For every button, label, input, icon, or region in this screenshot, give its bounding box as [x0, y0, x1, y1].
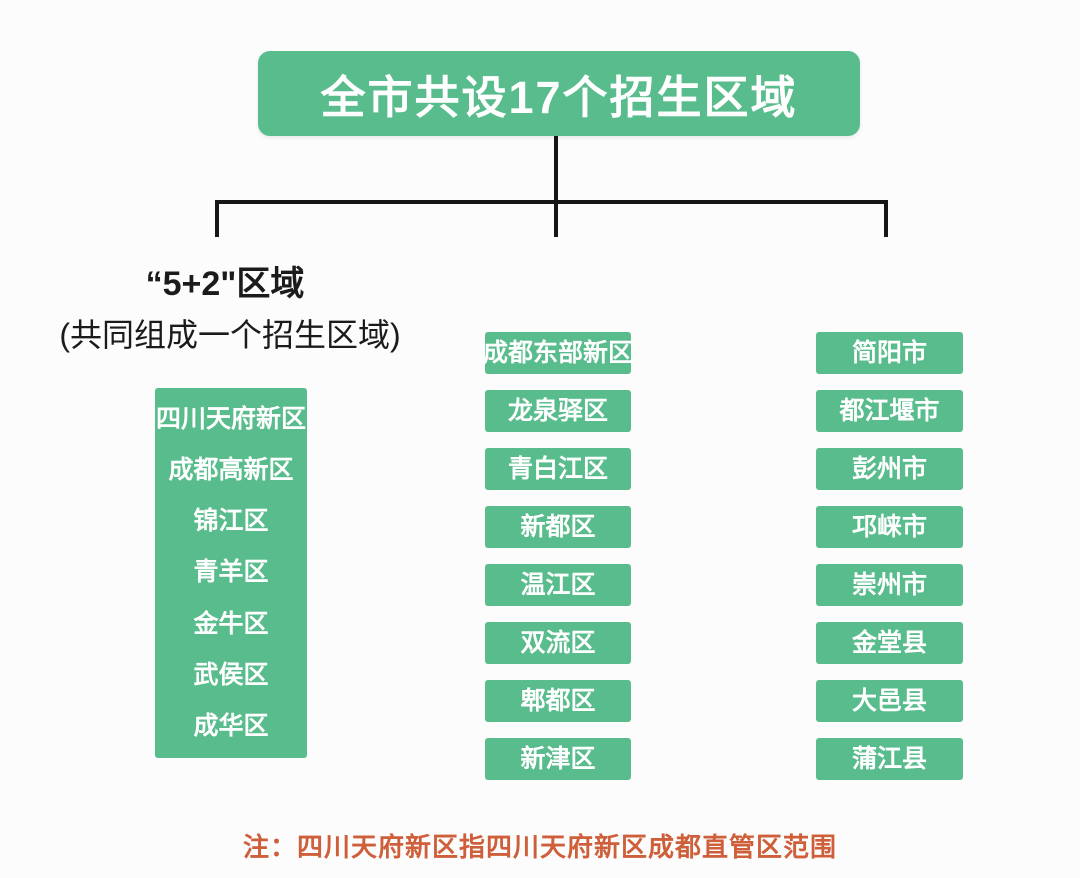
- district-box: 大邑县: [816, 680, 963, 722]
- district-label: 成华区: [193, 711, 269, 740]
- connector-horizontal-line: [215, 200, 888, 204]
- footnote: 注：四川天府新区指四川天府新区成都直管区范围: [242, 832, 837, 862]
- district-label: 成都高新区: [168, 456, 294, 485]
- district-label: 四川天府新区: [155, 405, 306, 434]
- district-box: 彭州市: [816, 448, 963, 490]
- district-box: 崇州市: [816, 564, 963, 606]
- title-banner: 全市共设17个招生区域: [258, 51, 860, 136]
- group-5plus2-subheading: (共同组成一个招生区域): [59, 317, 401, 353]
- district-column-middle: 成都东部新区 龙泉驿区 青白江区 新都区 温江区 双流区 郫都区 新津区: [483, 332, 633, 780]
- district-box: 青白江区: [485, 448, 631, 490]
- district-box: 成都东部新区: [483, 332, 633, 374]
- title-text: 全市共设17个招生区域: [320, 72, 798, 123]
- district-box: 双流区: [485, 622, 631, 664]
- district-box: 郫都区: [485, 680, 631, 722]
- connector-stub-right-line: [884, 200, 888, 237]
- district-box: 金堂县: [816, 622, 963, 664]
- district-label: 锦江区: [193, 507, 269, 536]
- district-group-5plus2-box: 四川天府新区 成都高新区 锦江区 青羊区 金牛区 武侯区 成华区: [155, 388, 307, 758]
- connector-stub-left-line: [215, 200, 219, 237]
- group-5plus2-heading: “5+2"区域: [145, 265, 305, 303]
- district-box: 新都区: [485, 506, 631, 548]
- district-column-right: 简阳市 都江堰市 彭州市 邛崃市 崇州市 金堂县 大邑县 蒲江县: [816, 332, 963, 780]
- district-box: 简阳市: [816, 332, 963, 374]
- connector-stem-center-line: [554, 136, 558, 237]
- district-box: 蒲江县: [816, 738, 963, 780]
- district-box: 龙泉驿区: [485, 390, 631, 432]
- district-box: 都江堰市: [816, 390, 963, 432]
- district-box: 新津区: [485, 738, 631, 780]
- district-label: 青羊区: [193, 558, 269, 587]
- district-box: 温江区: [485, 564, 631, 606]
- district-label: 金牛区: [193, 609, 269, 638]
- district-box: 邛崃市: [816, 506, 963, 548]
- district-label: 武侯区: [193, 660, 269, 689]
